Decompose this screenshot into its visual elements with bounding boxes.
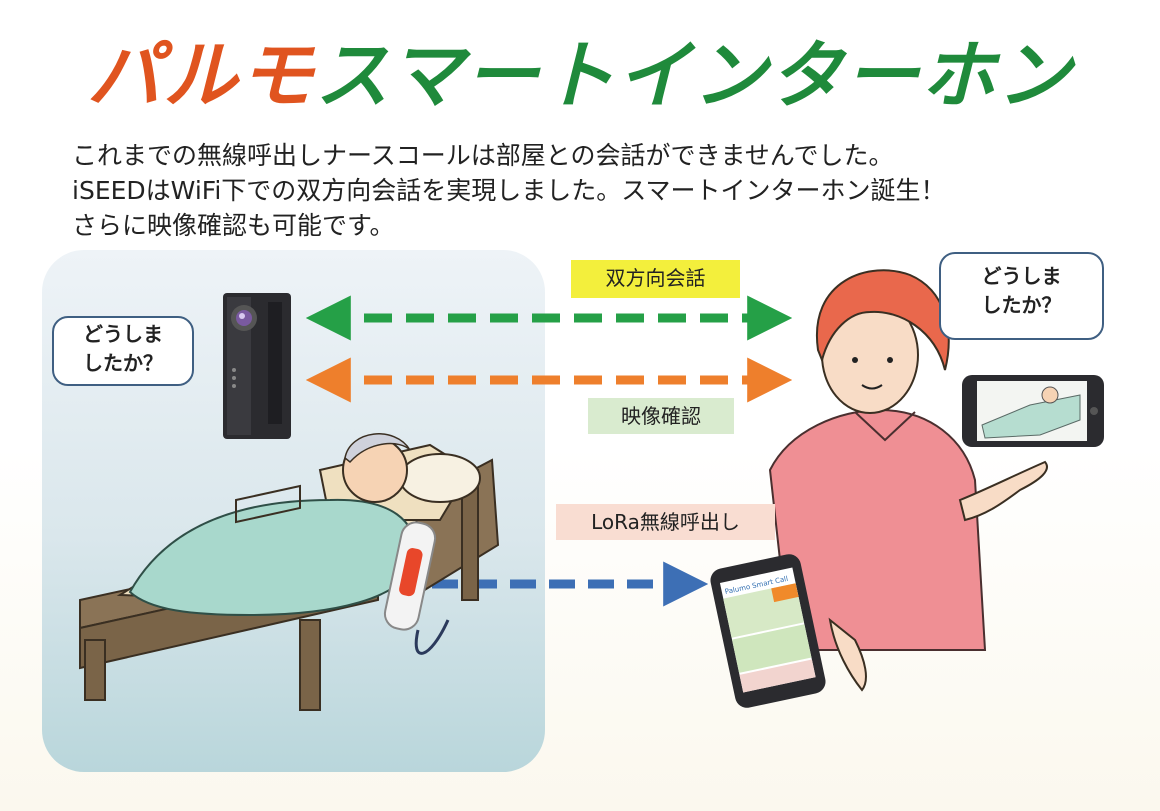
description-line: さらに映像確認も可能です。 [72, 211, 395, 240]
bubble-line: したか？ [981, 293, 1062, 317]
description-line: これまでの無線呼出しナースコールは部屋との会話ができませんでした。 [72, 141, 894, 170]
video-label: 映像確認 [588, 398, 734, 434]
title-part1: パルモ [87, 33, 316, 119]
patient-in-bed-icon [79, 433, 500, 711]
bubble-line: どうしま [981, 264, 1062, 288]
speech-bubble-left: どうしま したか？ [52, 316, 194, 386]
bubble-line: どうしま [83, 322, 163, 346]
description: これまでの無線呼出しナースコールは部屋との会話ができませんでした。 iSEEDは… [72, 138, 1112, 243]
nurse-icon [768, 269, 1048, 692]
description-line: iSEEDはWiFi下での双方向会話を実現しました。スマートインターホン誕生！ [72, 176, 946, 205]
intercom-device-icon [223, 293, 291, 439]
nurse-caller-device-icon [383, 521, 450, 655]
lora-label: LoRa無線呼出し [556, 504, 775, 540]
page-title: パルモスマートインターホン [0, 28, 1160, 124]
two-way-label: 双方向会話 [571, 260, 740, 298]
smartphone-icon: Palumo Smart Call [710, 554, 826, 708]
bubble-line: したか？ [83, 351, 163, 375]
speech-bubble-right: どうしま したか？ [939, 252, 1104, 340]
video-phone-icon [962, 375, 1104, 447]
title-part2: スマートインターホン [315, 33, 1073, 119]
